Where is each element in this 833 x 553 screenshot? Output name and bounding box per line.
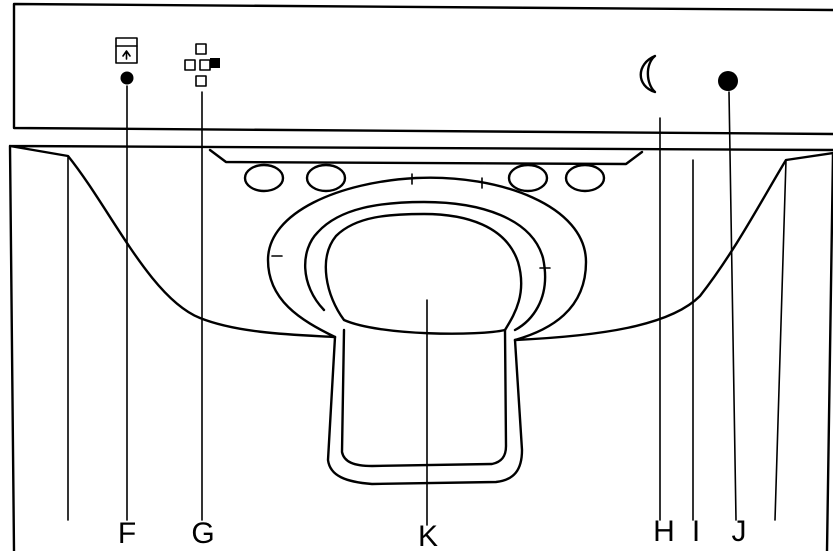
button-strip: [208, 148, 644, 166]
leader-j: [728, 91, 737, 521]
tray-inner: [340, 328, 508, 468]
button-1[interactable]: [243, 163, 285, 193]
callout-h: H: [653, 515, 675, 548]
tray-outer: [326, 335, 524, 486]
button-4[interactable]: [564, 163, 606, 193]
body-outline: [8, 144, 833, 551]
network-icon: [184, 43, 220, 87]
button-3[interactable]: [507, 163, 549, 193]
leader-lines: [126, 85, 737, 526]
callout-k: K: [417, 520, 439, 553]
crescent-moon-icon: [639, 54, 657, 94]
callout-i: I: [691, 515, 701, 548]
control-panel-outline: [12, 2, 833, 136]
body-right-outline: [513, 151, 833, 551]
callout-j: J: [731, 515, 747, 548]
callout-f: F: [117, 517, 137, 550]
callout-g: G: [191, 517, 215, 550]
bezel-middle: [304, 200, 547, 332]
button-2[interactable]: [305, 163, 347, 193]
bezel-ticks: [271, 173, 551, 269]
power-dot-icon: [718, 71, 738, 91]
bezel-outer: [266, 176, 588, 342]
right-inner-edge: [774, 159, 787, 521]
bezel-inner: [324, 212, 523, 335]
door-lock-icon: [115, 37, 138, 85]
